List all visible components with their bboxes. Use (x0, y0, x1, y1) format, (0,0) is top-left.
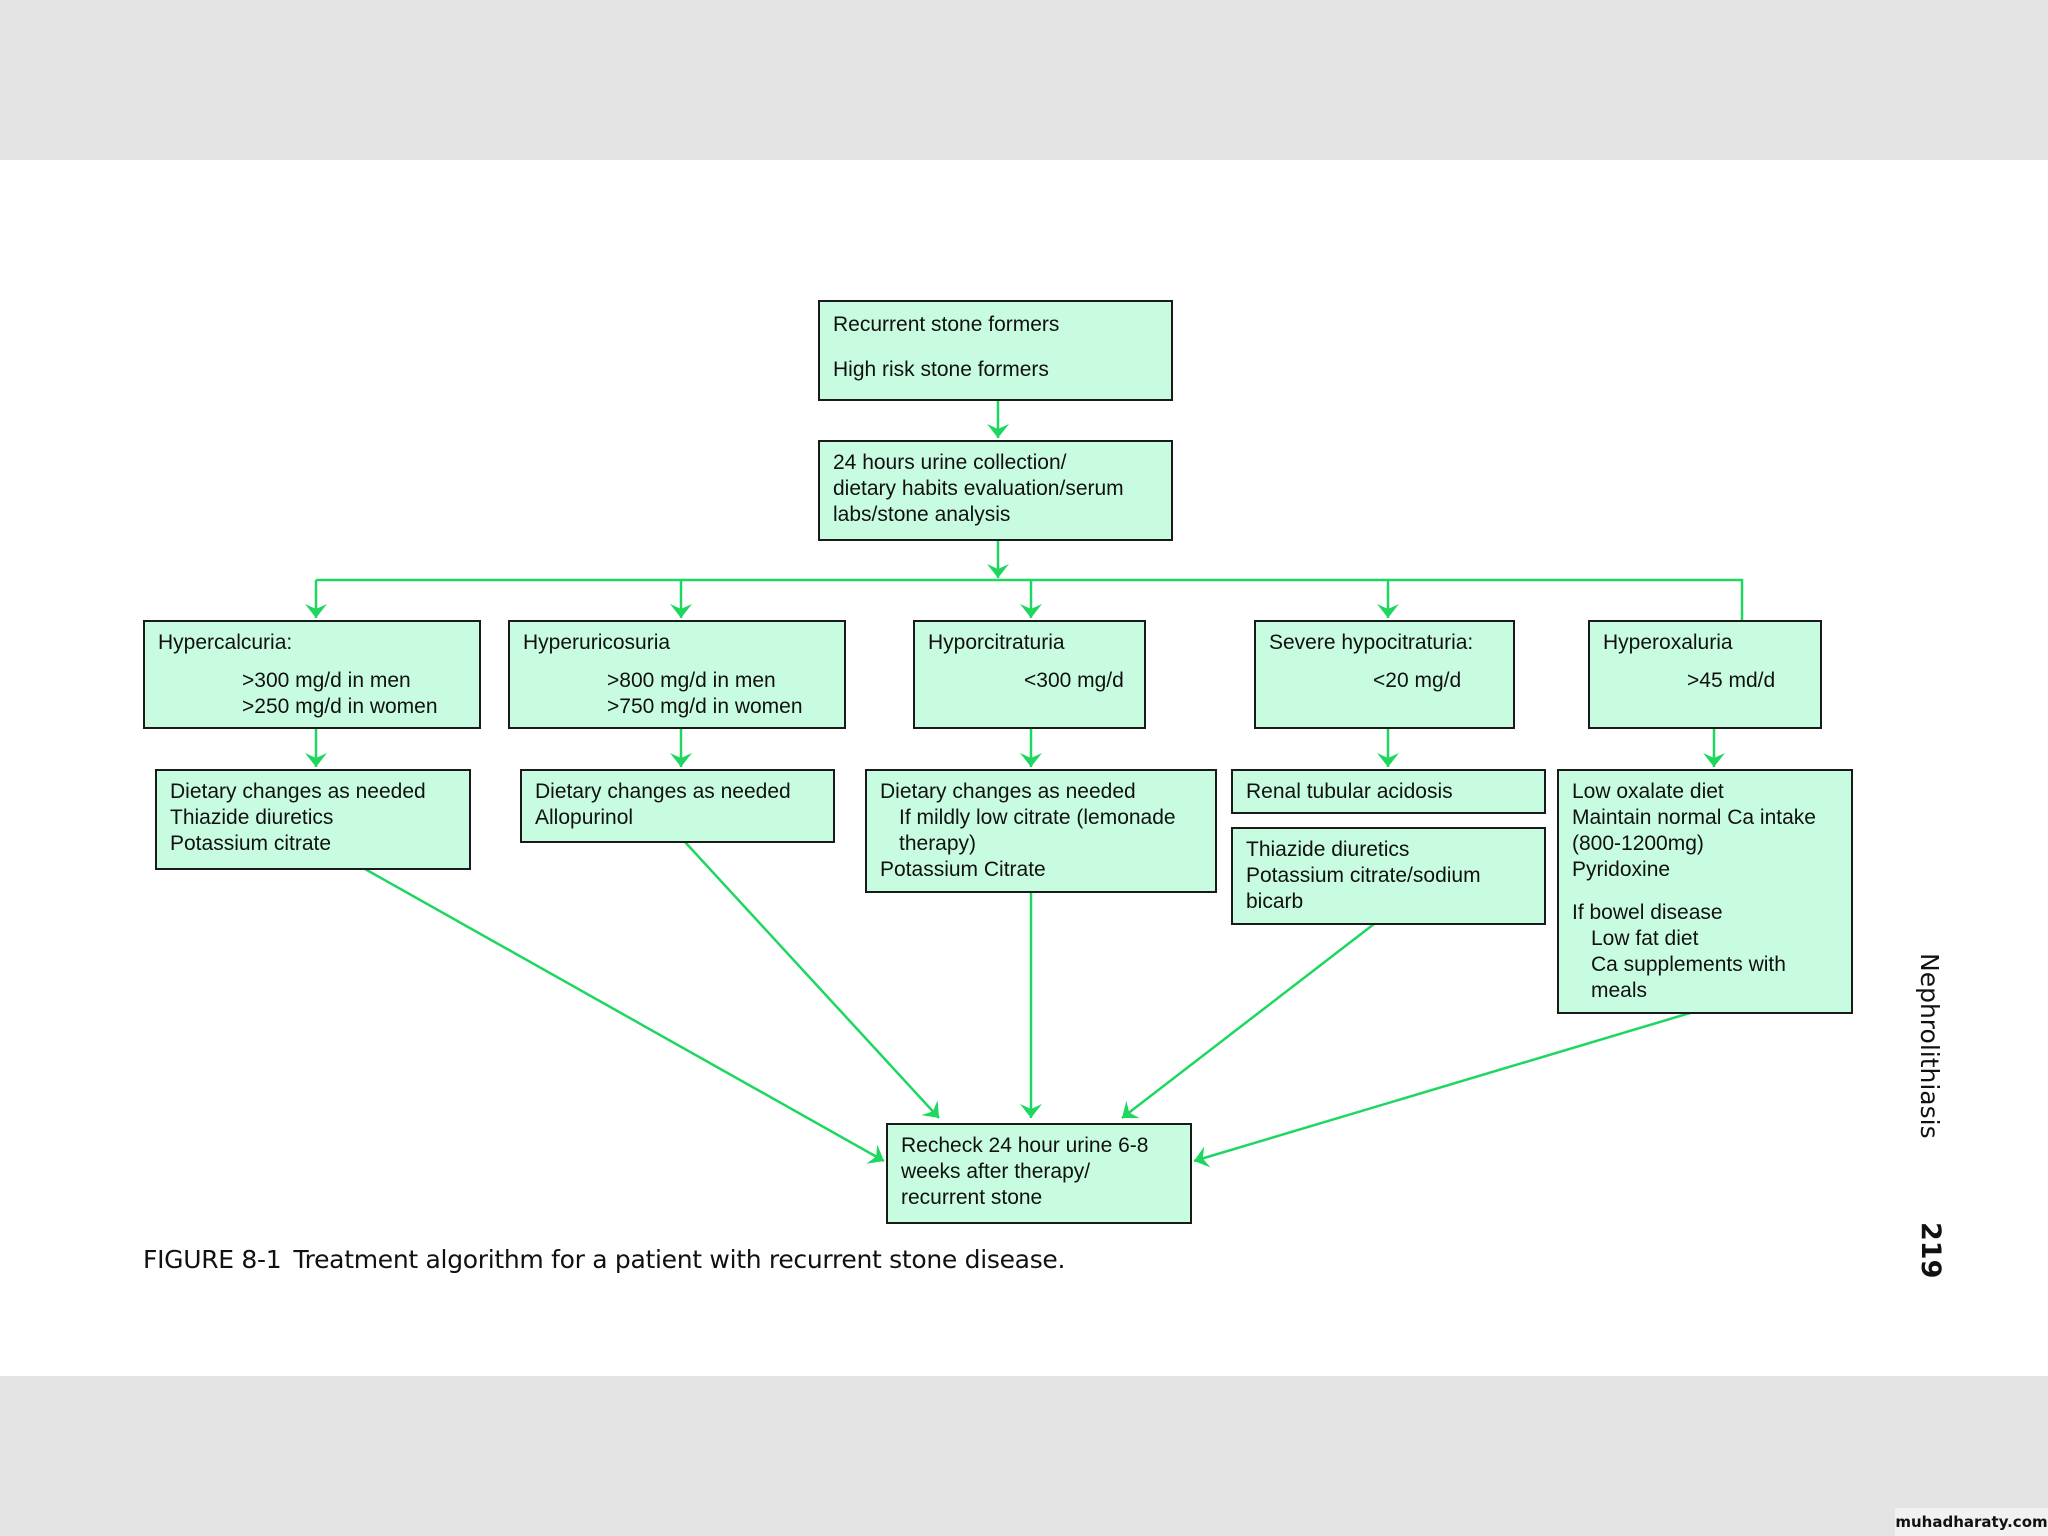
treatment-item: (800-1200mg) (1572, 832, 1704, 855)
node-evaluation-line: dietary habits evaluation/serum (833, 477, 1124, 500)
node-hypocitraturia-treatment: Dietary changes as needed If mildly low … (865, 769, 1217, 893)
running-header-title: Nephrolithiasis (1915, 953, 1944, 1139)
node-criteria: >800 mg/d in men (607, 669, 776, 692)
node-criteria: >250 mg/d in women (242, 695, 438, 718)
treatment-item: Dietary changes as needed (535, 780, 791, 803)
node-criteria: >300 mg/d in men (242, 669, 411, 692)
node-title: Hypercalcuria: (158, 631, 293, 654)
treatment-item: Thiazide diuretics (1246, 838, 1410, 861)
node-start-line: Recurrent stone formers (833, 313, 1060, 336)
bowel-treatment-item: meals (1591, 979, 1648, 1002)
node-hyperuricosuria-treatment: Dietary changes as needed Allopurinol (520, 769, 835, 843)
diagnosis-label: Renal tubular acidosis (1246, 780, 1453, 803)
node-recheck-line: weeks after therapy/ (901, 1160, 1091, 1183)
node-evaluation-line: labs/stone analysis (833, 503, 1011, 526)
node-recheck-line: recurrent stone (901, 1186, 1043, 1209)
node-title: Hyporcitraturia (928, 631, 1065, 654)
treatment-item: Potassium Citrate (880, 858, 1046, 881)
node-title: Severe hypocitraturia: (1269, 631, 1474, 654)
node-criteria: >750 mg/d in women (607, 695, 803, 718)
treatment-item: Dietary changes as needed (880, 780, 1136, 803)
figure-number: FIGURE 8-1 (143, 1245, 282, 1274)
node-hypocitraturia: Hyporcitraturia <300 mg/d (913, 620, 1146, 729)
treatment-item: Maintain normal Ca intake (1572, 806, 1816, 829)
node-hypercalciuria-treatment: Dietary changes as needed Thiazide diure… (155, 769, 471, 870)
treatment-item: If mildly low citrate (lemonade (899, 806, 1176, 829)
node-hyperoxaluria: Hyperoxaluria >45 md/d (1588, 620, 1822, 729)
node-severe-hypocitraturia-treatment: Thiazide diuretics Potassium citrate/sod… (1231, 827, 1546, 925)
node-severe-hypocitraturia: Severe hypocitraturia: <20 mg/d (1254, 620, 1515, 729)
node-criteria: >45 md/d (1687, 669, 1776, 692)
treatment-item: Low oxalate diet (1572, 780, 1724, 803)
treatment-item: therapy) (899, 832, 977, 855)
bowel-disease-title: If bowel disease (1572, 901, 1723, 924)
treatment-item: Thiazide diuretics (170, 806, 334, 829)
node-recheck: Recheck 24 hour urine 6-8 weeks after th… (886, 1123, 1192, 1224)
node-hypercalciuria: Hypercalcuria: >300 mg/d in men >250 mg/… (143, 620, 481, 729)
treatment-item: Pyridoxine (1572, 858, 1671, 881)
node-recheck-line: Recheck 24 hour urine 6-8 (901, 1134, 1149, 1157)
treatment-item: Allopurinol (535, 806, 634, 829)
node-hyperuricosuria: Hyperuricosuria >800 mg/d in men >750 mg… (508, 620, 846, 729)
watermark: muhadharaty.com (1895, 1508, 2048, 1536)
treatment-item: Potassium citrate (170, 832, 332, 855)
node-title: Hyperoxaluria (1603, 631, 1733, 654)
node-criteria: <300 mg/d (1024, 669, 1124, 692)
bowel-treatment-item: Ca supplements with (1591, 953, 1786, 976)
node-title: Hyperuricosuria (523, 631, 671, 654)
node-renal-tubular-acidosis: Renal tubular acidosis (1231, 769, 1546, 814)
node-hyperoxaluria-treatment: Low oxalate diet Maintain normal Ca inta… (1557, 769, 1853, 1014)
node-start: Recurrent stone formers High risk stone … (818, 300, 1173, 401)
treatment-item: Potassium citrate/sodium (1246, 864, 1481, 887)
node-evaluation-line: 24 hours urine collection/ (833, 451, 1067, 474)
figure-caption: FIGURE 8-1 Treatment algorithm for a pati… (143, 1245, 1065, 1274)
figure-caption-text: Treatment algorithm for a patient with r… (293, 1245, 1066, 1274)
bowel-treatment-item: Low fat diet (1591, 927, 1699, 950)
node-start-line: High risk stone formers (833, 358, 1049, 381)
node-criteria: <20 mg/d (1373, 669, 1462, 692)
treatment-item: bicarb (1246, 890, 1304, 913)
page-number: 219 (1915, 1222, 1946, 1279)
node-evaluation: 24 hours urine collection/ dietary habit… (818, 440, 1173, 541)
treatment-item: Dietary changes as needed (170, 780, 426, 803)
